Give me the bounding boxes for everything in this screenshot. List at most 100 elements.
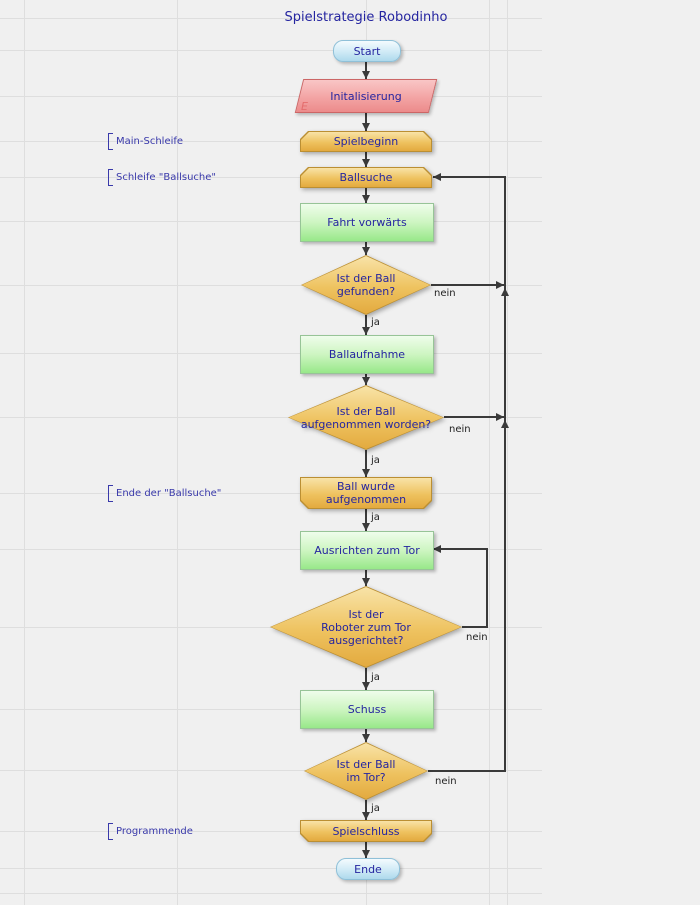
- connector-d2-nein: [444, 416, 504, 418]
- connector-d4-nein: [428, 770, 506, 772]
- edge-label-nein: nein: [434, 288, 456, 299]
- edge-label-ja: ja: [371, 672, 380, 683]
- annotation-schleife-ballsuche[interactable]: Schleife "Ballsuche": [108, 169, 216, 186]
- io-marker-e: E: [301, 100, 308, 113]
- arrowhead-down-icon: [362, 812, 370, 820]
- arrowhead-down-icon: [362, 195, 370, 203]
- arrowhead-up-icon: [501, 420, 509, 428]
- diagram-title: Spielstrategie Robodinho: [284, 10, 448, 25]
- arrowhead-down-icon: [362, 327, 370, 335]
- grid-hline: [0, 285, 542, 286]
- grid-hline: [0, 549, 542, 550]
- grid-vline: [177, 0, 178, 905]
- annotation-label: Ende der "Ballsuche": [116, 487, 222, 499]
- bracket-icon: [108, 823, 113, 840]
- edge-label-ja: ja: [371, 317, 380, 328]
- node-label: Fahrt vorwärts: [327, 216, 407, 229]
- edge-label-nein: nein: [466, 632, 488, 643]
- arrowhead-down-icon: [362, 159, 370, 167]
- node-ballaufnahme[interactable]: Ballaufnahme: [300, 335, 434, 374]
- edge-label-ja: ja: [371, 455, 380, 466]
- arrowhead-up-icon: [501, 288, 509, 296]
- connector-outer-loop-vertical: [504, 176, 506, 771]
- connector-inner-loop-top: [433, 548, 487, 550]
- grid-hline: [0, 177, 542, 178]
- edge-label-nein: nein: [449, 424, 471, 435]
- grid-vline: [507, 0, 508, 905]
- grid-hline: [0, 353, 542, 354]
- connector-inner-loop-vertical: [486, 548, 488, 628]
- grid-hline: [0, 417, 542, 418]
- node-spielschluss[interactable]: Spielschluss: [300, 820, 432, 842]
- grid-hline: [0, 893, 542, 894]
- node-label: Ballsuche: [339, 171, 393, 184]
- node-label: Schuss: [347, 703, 387, 716]
- arrowhead-down-icon: [362, 377, 370, 385]
- arrowhead-down-icon: [362, 682, 370, 690]
- arrowhead-down-icon: [362, 469, 370, 477]
- node-spielbeginn[interactable]: Spielbeginn: [300, 131, 432, 152]
- annotation-ende-der-ballsuche[interactable]: Ende der "Ballsuche": [108, 485, 221, 502]
- node-label: Start: [353, 44, 381, 58]
- connector-init-spielbeginn: [365, 113, 367, 131]
- grid-hline: [0, 141, 542, 142]
- arrowhead-down-icon: [362, 850, 370, 858]
- node-start[interactable]: Start: [333, 40, 401, 62]
- grid-hline: [0, 221, 542, 222]
- node-label: Initalisierung: [330, 89, 402, 103]
- node-label: Spielbeginn: [333, 135, 399, 148]
- arrowhead-down-icon: [362, 247, 370, 255]
- annotation-label: Main-Schleife: [116, 135, 184, 147]
- grid-hline: [0, 627, 542, 628]
- grid-hline: [0, 18, 542, 19]
- connector-d4-spielschluss: [365, 800, 367, 820]
- node-ballsuche[interactable]: Ballsuche: [300, 167, 432, 188]
- node-schuss[interactable]: Schuss: [300, 690, 434, 729]
- connector-start-init: [365, 60, 367, 79]
- grid-hline: [0, 831, 542, 832]
- arrowhead-right-icon: [496, 413, 504, 421]
- connector-outer-loop-top: [433, 176, 505, 178]
- arrowhead-down-icon: [362, 578, 370, 586]
- node-initialisierung[interactable]: E Initalisierung: [294, 79, 438, 113]
- arrowhead-down-icon: [362, 734, 370, 742]
- annotation-programmende[interactable]: Programmende: [108, 823, 193, 840]
- arrowhead-down-icon: [362, 71, 370, 79]
- annotation-label: Programmende: [116, 825, 193, 837]
- grid-hline: [0, 868, 542, 869]
- annotation-label: Schleife "Ballsuche": [116, 171, 217, 183]
- grid-vline: [489, 0, 490, 905]
- arrowhead-right-icon: [496, 281, 504, 289]
- bracket-icon: [108, 485, 113, 502]
- connector-d3-schuss: [365, 668, 367, 690]
- grid-vline: [24, 0, 25, 905]
- grid-hline: [0, 770, 542, 771]
- bracket-icon: [108, 133, 113, 150]
- node-fahrt-vorwaerts[interactable]: Fahrt vorwärts: [300, 203, 434, 242]
- arrowhead-left-icon: [433, 545, 441, 553]
- node-label: Ende: [354, 862, 382, 876]
- bracket-icon: [108, 169, 113, 186]
- node-ende[interactable]: Ende: [336, 858, 400, 880]
- connector-d2-ballwurde: [365, 450, 367, 477]
- annotation-main-schleife[interactable]: Main-Schleife: [108, 133, 183, 150]
- connector-d1-ballaufnahme: [365, 315, 367, 335]
- connector-ausrichten-d3: [365, 568, 367, 586]
- grid-hline: [0, 709, 542, 710]
- grid-hline: [0, 493, 542, 494]
- edge-label-ja: ja: [371, 803, 380, 814]
- node-ausrichten-zum-tor[interactable]: Ausrichten zum Tor: [300, 531, 434, 570]
- connector-d3-nein: [462, 626, 487, 628]
- connector-d1-nein: [431, 284, 504, 286]
- node-label: Ausrichten zum Tor: [314, 544, 420, 557]
- arrowhead-down-icon: [362, 523, 370, 531]
